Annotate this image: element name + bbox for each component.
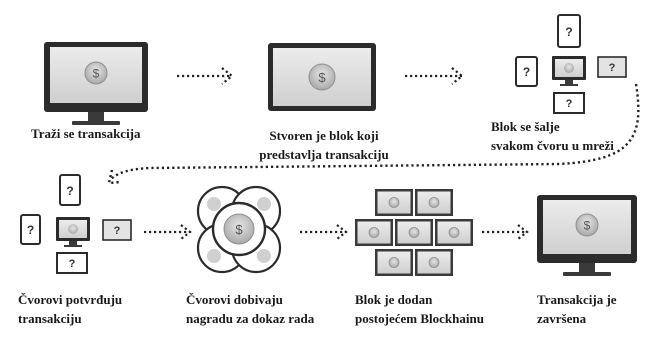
step-label-block-created: Stvoren je blok koji predstavlja transak…	[249, 126, 399, 164]
step-label-request: Traži se transakcija	[31, 124, 141, 143]
block-icon: $	[268, 43, 376, 111]
chain-block	[355, 219, 393, 246]
monitor-icon-request: $	[44, 42, 148, 125]
step-label-line: postojećem Blockhainu	[355, 311, 484, 326]
return-arrow-icon	[107, 83, 640, 185]
chain-block	[395, 219, 433, 246]
chain-block	[415, 249, 453, 276]
arrow-right-icon	[177, 67, 234, 85]
reward-coins-icon: $	[196, 185, 282, 274]
step-label-line: Blok se šalje	[491, 119, 560, 134]
question-mark: ?	[114, 225, 121, 237]
step-label-line: Čvorovi potvrđuju	[18, 292, 123, 307]
question-mark: ?	[566, 98, 573, 110]
chain-block	[375, 189, 413, 216]
step-label-nodes-verify: Čvorovi potvrđuju transakciju	[18, 290, 122, 328]
arrow-right-icon	[482, 224, 529, 240]
chain-block	[375, 249, 413, 276]
question-mark: ?	[27, 223, 34, 237]
network-devices-icon: ? ? ? ?	[515, 14, 627, 114]
arrow-right-icon	[144, 224, 192, 240]
question-mark: ?	[565, 25, 572, 39]
question-mark: ?	[66, 184, 73, 198]
monitor-icon-complete: $	[537, 195, 637, 276]
step-label-line: nagradu za dokaz rada	[186, 311, 315, 326]
chain-block	[435, 219, 473, 246]
step-label-line: transakciju	[18, 311, 82, 326]
step-label-line: Stvoren je blok koji	[269, 128, 379, 143]
step-label-block-added: Blok je dodan postojećem Blockhainu	[355, 290, 484, 328]
blockchain-blocks-icon	[355, 189, 473, 276]
dollar-symbol: $	[318, 70, 326, 85]
step-label-line: svakom čvoru u mreži	[491, 138, 614, 153]
step-label-line: Čvorovi dobivaju	[186, 292, 283, 307]
arrow-right-icon	[405, 67, 464, 85]
network-devices-icon: ? ? ? ?	[20, 174, 132, 274]
step-label-line: predstavlja transakciju	[259, 147, 389, 162]
step-label-line: završena	[537, 311, 587, 326]
question-mark: ?	[69, 258, 76, 270]
question-mark: ?	[609, 62, 616, 74]
step-label-nodes-reward: Čvorovi dobivaju nagradu za dokaz rada	[186, 290, 314, 328]
step-label-line: Traži se transakcija	[31, 126, 141, 141]
step-label-complete: Transakcija je završena	[537, 290, 617, 328]
question-mark: ?	[523, 65, 530, 79]
step-label-block-sent: Blok se šalje svakom čvoru u mreži	[491, 117, 614, 155]
dollar-symbol: $	[93, 67, 100, 81]
step-label-line: Transakcija je	[537, 292, 617, 307]
step-label-line: Blok je dodan	[355, 292, 433, 307]
dollar-symbol: $	[235, 222, 243, 237]
dollar-symbol: $	[584, 219, 591, 233]
chain-block	[415, 189, 453, 216]
arrow-right-icon	[300, 224, 348, 240]
